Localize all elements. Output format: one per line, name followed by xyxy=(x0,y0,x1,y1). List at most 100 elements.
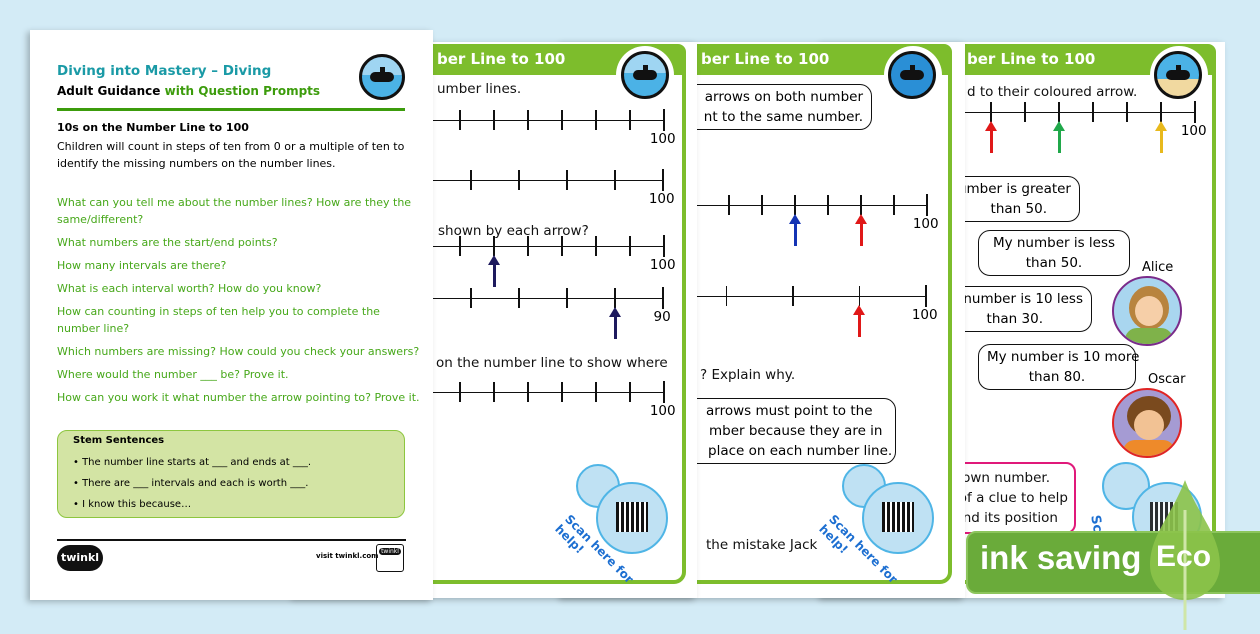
number-line-tick xyxy=(1126,102,1128,122)
prompt: Which numbers are missing? How could you… xyxy=(57,345,420,358)
alice-avatar xyxy=(1112,276,1182,346)
number-line-tick xyxy=(663,381,665,403)
guidance-subtitle: Adult Guidance with Question Prompts xyxy=(57,84,320,98)
number-line-end-label: 100 xyxy=(648,191,675,207)
question-text: on the number line to show where xyxy=(436,355,668,371)
number-line-tick xyxy=(761,195,763,215)
header-title: ber Line to 100 xyxy=(967,50,1096,68)
submarine-icon xyxy=(888,51,936,99)
subtitle-black: Adult Guidance xyxy=(57,84,161,98)
header-title: ber Line to 100 xyxy=(701,50,830,68)
number-line-tick xyxy=(459,236,461,256)
number-line-tick xyxy=(792,286,794,306)
number-line-tick xyxy=(561,110,563,130)
number-line-tick xyxy=(925,285,927,307)
prompt: How can counting in steps of ten help yo… xyxy=(57,305,380,335)
arrow-icon xyxy=(984,121,997,153)
number-line-tick xyxy=(1160,102,1162,122)
twinkl-logo: twinkl xyxy=(57,545,103,571)
instruction-text: d to their coloured arrow. xyxy=(967,84,1138,100)
number-line-tick xyxy=(459,382,461,402)
qr-code[interactable] xyxy=(882,502,914,532)
stem-heading: Stem Sentences xyxy=(73,435,165,446)
number-line-tick xyxy=(527,110,529,130)
number-line-tick xyxy=(860,195,862,215)
number-line-tick xyxy=(893,195,895,215)
number-line: 90 xyxy=(422,287,671,339)
arrow-icon xyxy=(1154,121,1167,153)
arrow-icon xyxy=(608,307,621,339)
number-line-end-label: 100 xyxy=(912,216,939,232)
arrow-icon xyxy=(1052,121,1065,153)
number-line-tick xyxy=(1092,102,1094,122)
number-line-tick xyxy=(566,288,568,308)
number-line-tick xyxy=(663,109,665,131)
number-line-tick xyxy=(459,110,461,130)
number-line-tick xyxy=(725,286,728,306)
stem-item: • I know this because… xyxy=(73,499,192,510)
number-line-tick xyxy=(926,194,928,216)
number-line-tick xyxy=(629,382,631,402)
number-line-tick xyxy=(595,382,597,402)
number-line-tick xyxy=(595,236,597,256)
header-title: ber Line to 100 xyxy=(437,50,566,68)
footer-divider xyxy=(57,539,406,541)
number-line-tick xyxy=(858,286,861,306)
eco-leaf-icon: Eco xyxy=(1150,480,1220,630)
oscar-avatar xyxy=(1112,388,1182,458)
adult-guidance-page: Diving into Mastery – Diving Adult Guida… xyxy=(30,30,433,600)
section-body: Children will count in steps of ten from… xyxy=(57,140,405,170)
number-line-tick xyxy=(1024,102,1026,122)
number-line-tick xyxy=(794,195,796,215)
number-line-tick xyxy=(1058,102,1060,122)
submarine-icon xyxy=(359,54,405,100)
number-line-tick xyxy=(629,110,631,130)
arrow-icon xyxy=(853,305,866,337)
number-line-tick xyxy=(595,110,597,130)
section-heading: 10s on the Number Line to 100 xyxy=(57,121,249,134)
arrow-icon xyxy=(487,255,500,287)
number-line-end-label: 90 xyxy=(653,309,671,325)
number-line-tick xyxy=(629,236,631,256)
divider xyxy=(57,108,405,111)
number-line-tick xyxy=(1194,101,1196,123)
number-line-tick xyxy=(527,236,529,256)
character-name-oscar: Oscar xyxy=(1148,372,1186,387)
qr-help-bubble[interactable]: Scan here for help! xyxy=(552,462,682,586)
qr-help-bubble[interactable]: Scan here for help! xyxy=(816,460,948,586)
number-line-end-label: 100 xyxy=(649,257,676,273)
number-line-tick xyxy=(493,110,495,130)
number-line-tick xyxy=(614,170,616,190)
number-line-end-label: 100 xyxy=(649,403,676,419)
number-line-tick xyxy=(518,170,520,190)
eco-label: Eco xyxy=(1156,540,1212,573)
question-text: ? Explain why. xyxy=(700,367,796,383)
quality-badge: twinkl xyxy=(376,544,404,572)
prompt: How can you work it what number the arro… xyxy=(57,391,420,404)
question-text: the mistake Jack xyxy=(706,537,818,553)
submarine-icon xyxy=(621,51,669,99)
stem-item: • The number line starts at ___ and ends… xyxy=(73,457,311,468)
stem-item: • There are ___ intervals and each is wo… xyxy=(73,478,309,489)
number-line-tick xyxy=(518,288,520,308)
number-line-end-label: 100 xyxy=(911,307,938,323)
submarine-icon xyxy=(1154,51,1202,99)
number-line-tick xyxy=(827,195,829,215)
number-line-tick xyxy=(470,288,472,308)
arrow-icon xyxy=(788,214,801,246)
number-line-tick xyxy=(527,382,529,402)
footer-url[interactable]: visit twinkl.com xyxy=(316,552,379,560)
number-line-tick xyxy=(493,236,495,256)
number-line: 100 xyxy=(422,169,675,207)
prompt: Where would the number ___ be? Prove it. xyxy=(57,368,289,381)
question-prompts: What can you tell me about the number li… xyxy=(57,194,420,412)
ink-saving-label: ink saving xyxy=(980,539,1142,576)
instruction-text: umber lines. xyxy=(437,81,522,97)
number-line-tick xyxy=(470,170,472,190)
number-line-tick xyxy=(662,287,664,309)
question-text: shown by each arrow? xyxy=(438,223,589,239)
prompt: What numbers are the start/end points? xyxy=(57,236,278,249)
stem-sentences-box: Stem Sentences • The number line starts … xyxy=(57,430,405,518)
qr-code[interactable] xyxy=(616,502,648,532)
number-line: 100 xyxy=(596,194,939,246)
